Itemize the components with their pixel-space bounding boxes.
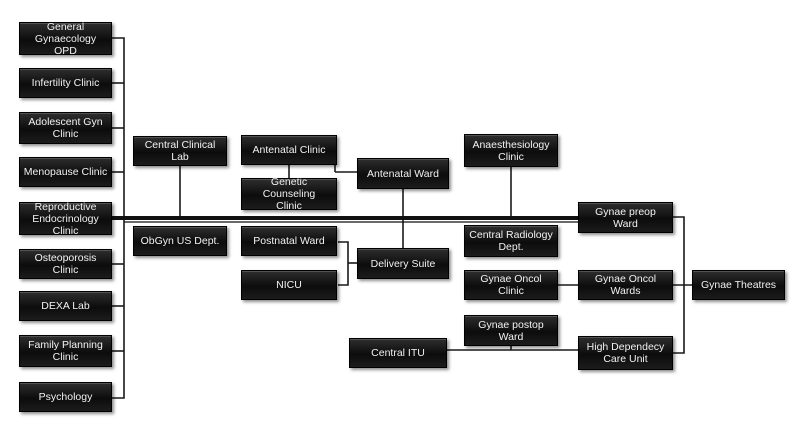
node-osteoporosis-clinic[interactable]: Osteoporosis Clinic bbox=[19, 249, 112, 279]
node-central-itu[interactable]: Central ITU bbox=[349, 338, 447, 368]
node-gynae-preop-ward[interactable]: Gynae preop Ward bbox=[578, 202, 673, 233]
node-adolescent-gyn-clinic[interactable]: Adolescent Gyn Clinic bbox=[19, 112, 112, 144]
node-genetic-counseling-clinic[interactable]: Genetic Counseling Clinic bbox=[241, 176, 337, 212]
node-gynae-oncol-clinic[interactable]: Gynae Oncol Clinic bbox=[464, 270, 558, 300]
node-general-gynaecology-opd[interactable]: General Gynaecology OPD bbox=[19, 21, 112, 57]
node-gynae-postop-ward[interactable]: Gynae postop Ward bbox=[464, 315, 558, 346]
node-gynae-theatres[interactable]: Gynae Theatres bbox=[692, 270, 785, 300]
node-antenatal-ward[interactable]: Antenatal Ward bbox=[357, 158, 449, 189]
node-gynae-oncol-wards[interactable]: Gynae Oncol Wards bbox=[578, 270, 673, 300]
node-reproductive-endocrinology-clinic[interactable]: Reproductive Endocrinology Clinic bbox=[19, 201, 112, 237]
node-anaesthesiology-clinic[interactable]: Anaesthesiology Clinic bbox=[464, 134, 558, 167]
node-antenatal-clinic[interactable]: Antenatal Clinic bbox=[241, 135, 337, 165]
node-infertility-clinic[interactable]: Infertility Clinic bbox=[19, 68, 112, 98]
node-central-radiology-dept[interactable]: Central Radiology Dept. bbox=[464, 225, 558, 257]
node-postnatal-ward[interactable]: Postnatal Ward bbox=[241, 226, 337, 256]
node-central-clinical-lab[interactable]: Central Clinical Lab bbox=[133, 136, 227, 166]
node-delivery-suite[interactable]: Delivery Suite bbox=[357, 248, 449, 279]
node-menopause-clinic[interactable]: Menopause Clinic bbox=[19, 157, 112, 187]
node-family-planning-clinic[interactable]: Family Planning Clinic bbox=[19, 335, 112, 367]
node-high-dependency-care-unit[interactable]: High Dependecy Care Unit bbox=[578, 336, 673, 370]
node-nicu[interactable]: NICU bbox=[241, 270, 337, 300]
node-dexa-lab[interactable]: DEXA Lab bbox=[19, 291, 112, 321]
node-obgyn-us-dept[interactable]: ObGyn US Dept. bbox=[133, 226, 227, 256]
node-psychology[interactable]: Psychology bbox=[19, 382, 112, 412]
